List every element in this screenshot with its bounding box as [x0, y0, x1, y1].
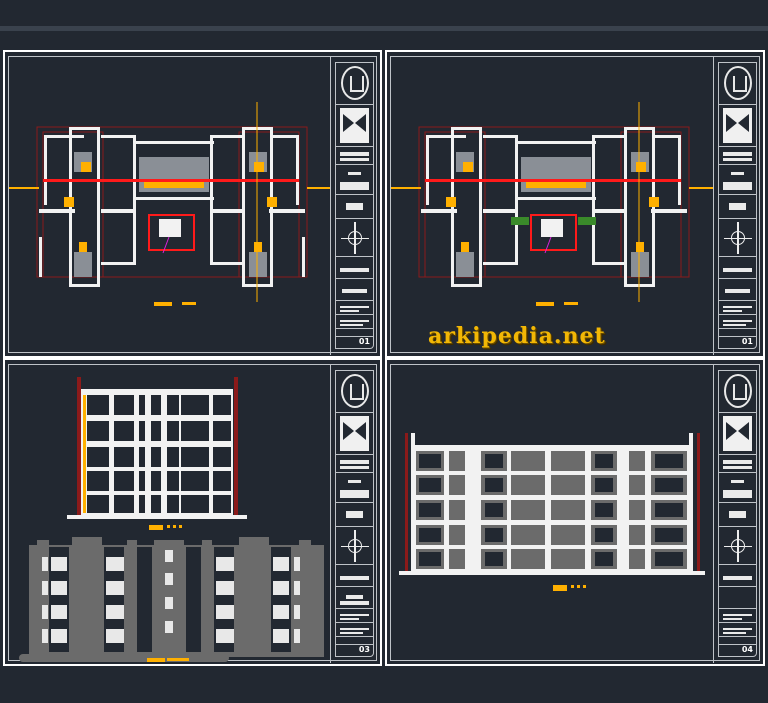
- north-arrow-icon: [723, 529, 752, 562]
- north-arrow-icon: [340, 529, 369, 562]
- watermark-text: arkipedia.net: [428, 323, 606, 349]
- drawing-frame: 03: [8, 364, 378, 663]
- emblem-icon: [340, 108, 369, 143]
- layout-sheet-4[interactable]: 04: [385, 358, 765, 666]
- emblem-icon: [723, 108, 752, 143]
- layout-sheet-1[interactable]: 01: [3, 50, 382, 358]
- title-block: 01: [713, 57, 761, 355]
- university-logo-icon: [340, 66, 369, 100]
- section-elevation-drawing: [19, 377, 324, 662]
- emblem-icon: [723, 416, 752, 451]
- title-block: 01: [330, 57, 378, 355]
- sheet-number: 04: [741, 645, 753, 654]
- university-logo-icon: [723, 66, 752, 100]
- university-logo-icon: [723, 374, 752, 408]
- layout-sheet-3[interactable]: 03: [3, 358, 382, 666]
- title-block: 03: [330, 365, 378, 663]
- longitudinal-section-drawing: [399, 433, 705, 591]
- layout-sheet-2[interactable]: 01: [385, 50, 765, 358]
- drawing-frame: 01: [8, 56, 378, 355]
- drawing-frame: 01: [390, 56, 761, 355]
- sheet-number: 01: [741, 337, 753, 346]
- app-top-bar: [0, 0, 768, 26]
- north-arrow-icon: [340, 221, 369, 254]
- title-block: 04: [713, 365, 761, 663]
- north-arrow-icon: [723, 221, 752, 254]
- sheet-number: 01: [358, 337, 370, 346]
- floor-plan-drawing: [391, 102, 713, 306]
- emblem-icon: [340, 416, 369, 451]
- university-logo-icon: [340, 374, 369, 408]
- floor-plan-drawing: [9, 102, 331, 306]
- toolbar-strip: [0, 26, 768, 31]
- sheet-number: 03: [358, 645, 370, 654]
- drawing-frame: 04: [390, 364, 761, 663]
